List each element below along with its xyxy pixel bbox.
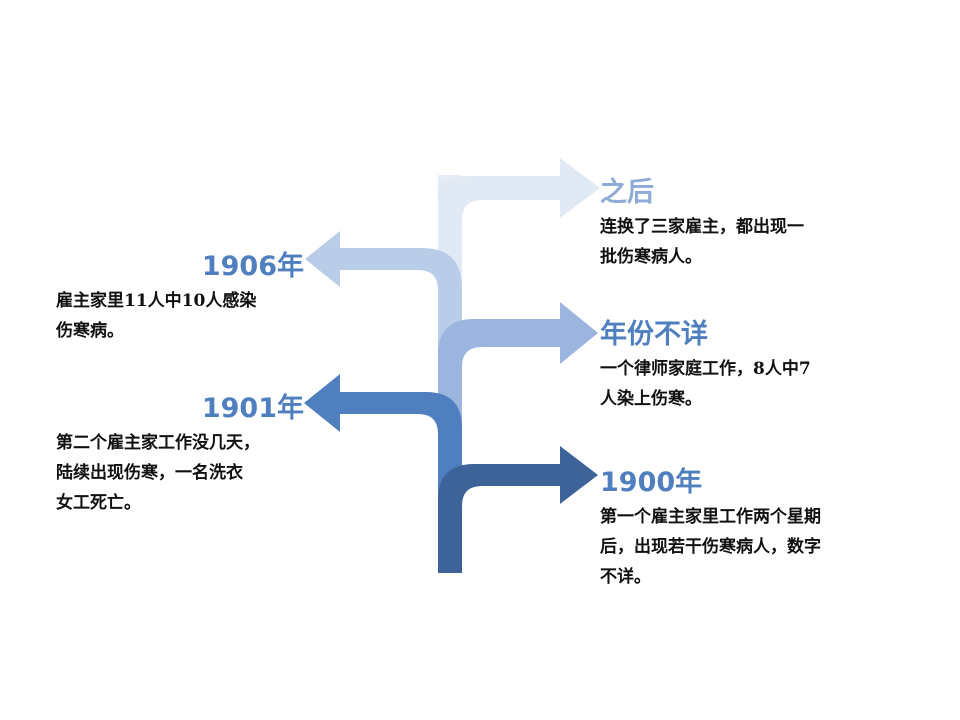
event-1906-desc: 雇主家里11人中10人感染 伤寒病。 (56, 286, 304, 346)
event-after-line-2: 批伤寒病人。 (600, 247, 702, 267)
event-after-year: 之后 (600, 177, 654, 208)
event-unknown-desc: 一个律师家庭工作，8人中7 人染上伤寒。 (600, 354, 890, 414)
event-1906-year: 1906年 (201, 251, 304, 282)
event-unknown-line-1: 一个律师家庭工作，8人中7 (600, 359, 811, 379)
event-1900-line-3: 不详。 (600, 567, 651, 587)
event-1901-year: 1901年 (201, 393, 304, 424)
event-after-line-1: 连换了三家雇主，都出现一 (600, 217, 804, 237)
event-1900-year: 1900年 (600, 467, 703, 498)
event-unknown-year-title: 年份不详 (600, 319, 708, 350)
event-after: 之后 连换了三家雇主，都出现一 批伤寒病人。 (600, 176, 890, 272)
event-1901-desc: 第二个雇主家工作没几天， 陆续出现伤寒，一名洗衣 女工死亡。 (56, 428, 304, 518)
event-1901: 1901年 第二个雇主家工作没几天， 陆续出现伤寒，一名洗衣 女工死亡。 (56, 392, 304, 518)
event-1900: 1900年 第一个雇主家里工作两个星期 后，出现若干伤寒病人，数字 不详。 (600, 466, 900, 592)
event-1900-desc: 第一个雇主家里工作两个星期 后，出现若干伤寒病人，数字 不详。 (600, 502, 900, 592)
event-1901-line-1: 第二个雇主家工作没几天， (56, 433, 260, 453)
event-1900-line-1: 第一个雇主家里工作两个星期 (600, 507, 821, 527)
event-1901-line-2: 陆续出现伤寒，一名洗衣 (56, 463, 243, 483)
event-unknown-year: 年份不详 一个律师家庭工作，8人中7 人染上伤寒。 (600, 318, 890, 414)
event-1906-line-2: 伤寒病。 (56, 321, 124, 341)
event-1906: 1906年 雇主家里11人中10人感染 伤寒病。 (56, 250, 304, 346)
event-unknown-line-2: 人染上伤寒。 (600, 389, 702, 409)
event-1901-line-3: 女工死亡。 (56, 493, 141, 513)
event-after-desc: 连换了三家雇主，都出现一 批伤寒病人。 (600, 212, 890, 272)
arrow-1900 (438, 446, 598, 573)
event-1906-line-1: 雇主家里11人中10人感染 (56, 291, 257, 311)
arrow-after (438, 158, 600, 573)
event-1900-line-2: 后，出现若干伤寒病人，数字 (600, 537, 821, 557)
